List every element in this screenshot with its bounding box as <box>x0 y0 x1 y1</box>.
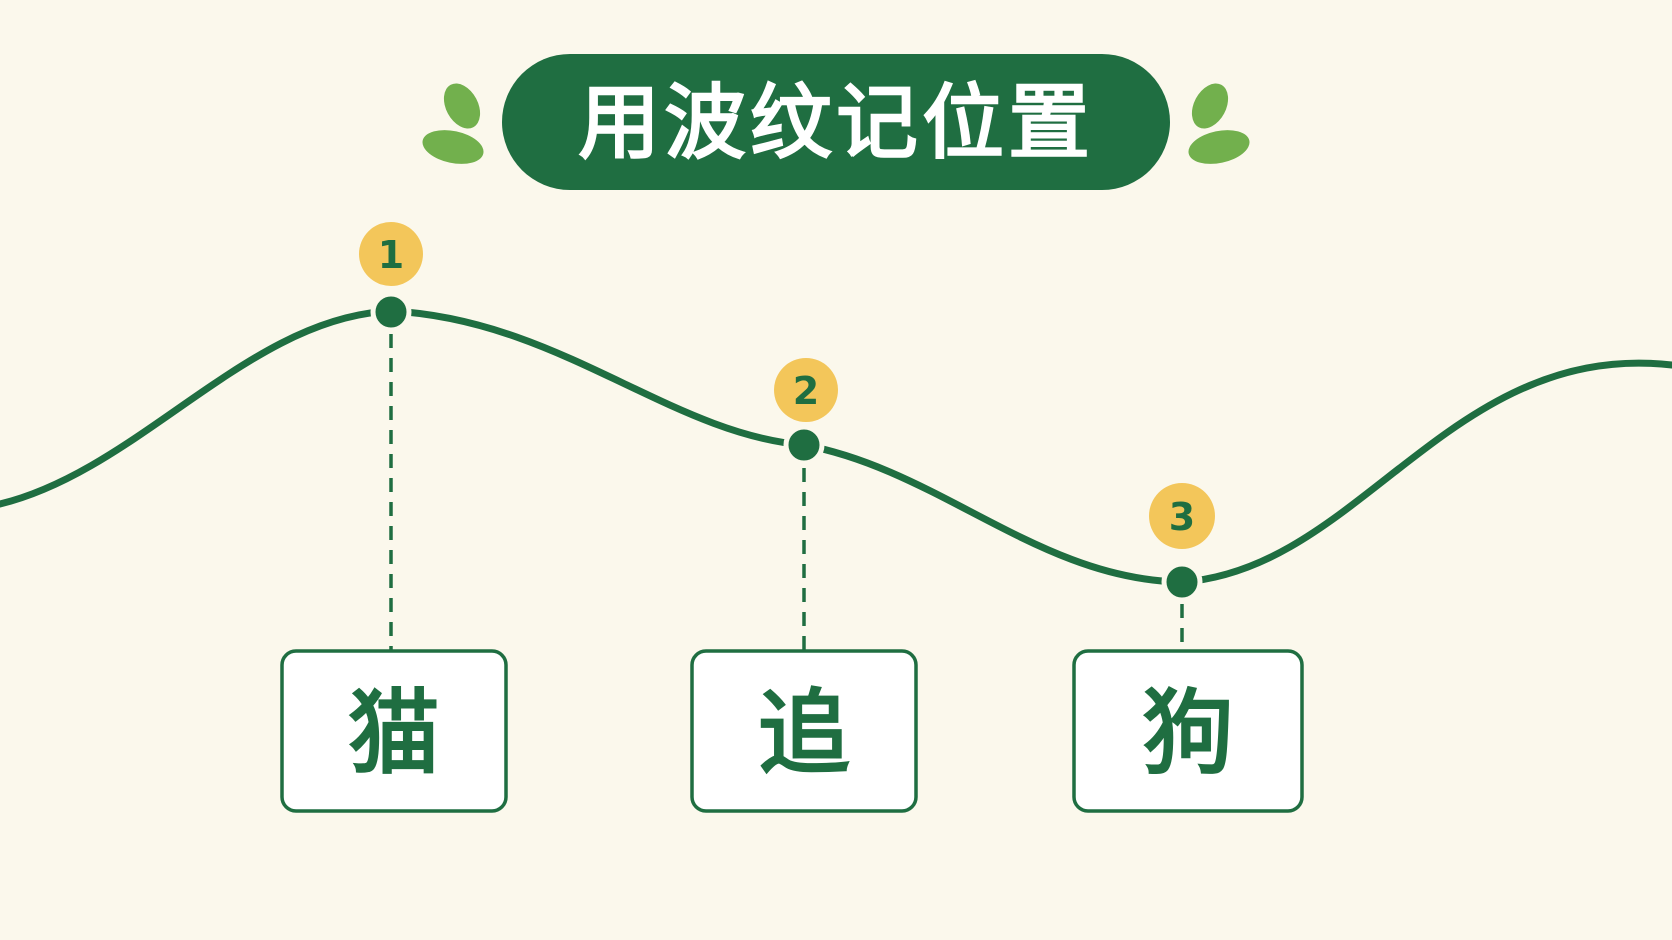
leaf-icon <box>1191 83 1229 129</box>
step-badge <box>1149 483 1215 549</box>
wave-line <box>0 307 1672 586</box>
title-text: 用波纹记位置 <box>578 76 1094 171</box>
leaf-icon <box>1188 130 1250 164</box>
leaf-icon-right-group <box>1188 83 1250 164</box>
step-point <box>783 424 825 466</box>
step-1: 1 猫 <box>280 222 508 813</box>
word-text: 猫 <box>348 680 440 787</box>
step-number: 3 <box>1169 495 1195 539</box>
leaf-icon-left-group <box>422 83 484 164</box>
word-card <box>690 649 918 813</box>
step-badge <box>359 222 423 286</box>
step-2: 2 追 <box>690 358 918 813</box>
step-badge <box>774 358 838 422</box>
leaf-icon <box>422 130 484 164</box>
title-pill <box>502 54 1170 190</box>
title-banner: 用波纹记位置 <box>502 54 1170 190</box>
step-point <box>1161 561 1203 603</box>
step-number: 2 <box>793 369 819 413</box>
step-point <box>370 291 412 333</box>
word-text: 追 <box>758 680 850 787</box>
word-card <box>1072 649 1304 813</box>
word-card <box>280 649 508 813</box>
step-3: 3 狗 <box>1072 483 1304 813</box>
step-number: 1 <box>378 233 404 277</box>
word-text: 狗 <box>1142 680 1234 787</box>
leaf-icon <box>443 83 481 129</box>
